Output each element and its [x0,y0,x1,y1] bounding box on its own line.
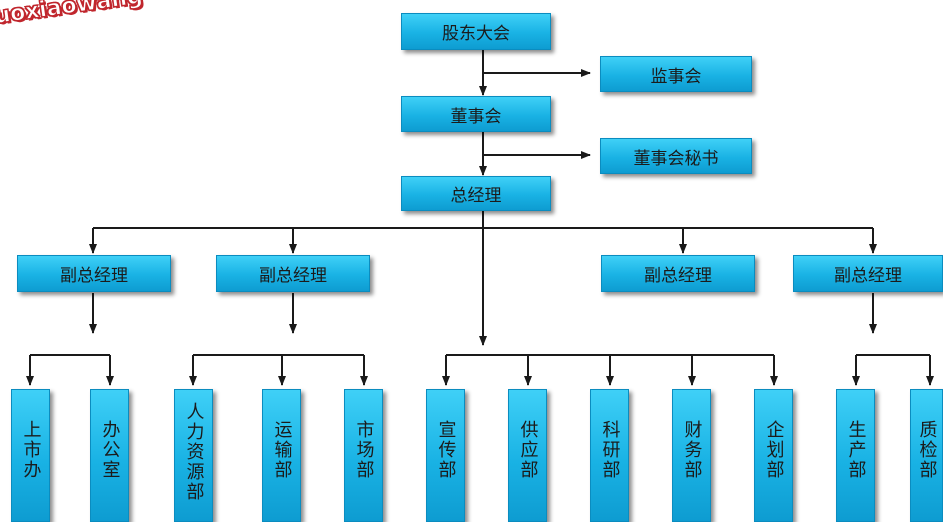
node-general-manager: 总经理 [401,176,551,211]
node-deputy-gm-label: 副总经理 [834,266,902,286]
node-deputy-gm: 副总经理 [216,255,370,292]
node-deputy-gm: 副总经理 [793,255,943,292]
node-board-secretary-label: 董事会秘书 [633,148,719,169]
dept-box: 企划部 [754,389,793,522]
dept-box: 人力资源部 [174,389,213,522]
dept-box: 宣传部 [426,389,465,522]
dept-box: 财务部 [672,389,711,522]
node-deputy-gm: 副总经理 [601,255,755,292]
dept-box: 质检部 [910,389,943,522]
dept-box: 供应部 [508,389,547,522]
node-supervisory-label: 监事会 [650,66,702,87]
dept-label: 质检部 [916,420,938,480]
dept-label: 运输部 [271,420,293,480]
dept-box: 生产部 [836,389,875,522]
node-general-manager-label: 总经理 [450,186,502,206]
dept-label: 供应部 [517,420,539,480]
node-deputy-gm-label: 副总经理 [644,266,712,286]
dept-box: 科研部 [590,389,629,522]
dept-label: 人力资源部 [183,402,205,502]
dept-label: 宣传部 [435,420,457,480]
dept-label: 财务部 [681,420,703,480]
dept-label: 科研部 [599,420,621,480]
node-board-label: 董事会 [450,106,502,127]
dept-box: 市场部 [344,389,383,522]
node-shareholders: 股东大会 [401,13,551,50]
dept-box: 办公室 [90,389,129,522]
node-board: 董事会 [401,96,551,132]
node-deputy-gm-label: 副总经理 [259,266,327,286]
dept-label: 上市办 [20,420,42,480]
dept-box: 上市办 [11,389,50,522]
node-deputy-gm-label: 副总经理 [60,266,128,286]
dept-label: 企划部 [763,420,785,480]
dept-label: 市场部 [353,420,375,480]
node-supervisory: 监事会 [600,56,752,92]
node-shareholders-label: 股东大会 [442,24,510,44]
dept-box: 运输部 [262,389,301,522]
node-board-secretary: 董事会秘书 [600,138,752,174]
dept-label: 生产部 [845,420,867,480]
dept-label: 办公室 [99,420,121,480]
node-deputy-gm: 副总经理 [17,255,171,292]
